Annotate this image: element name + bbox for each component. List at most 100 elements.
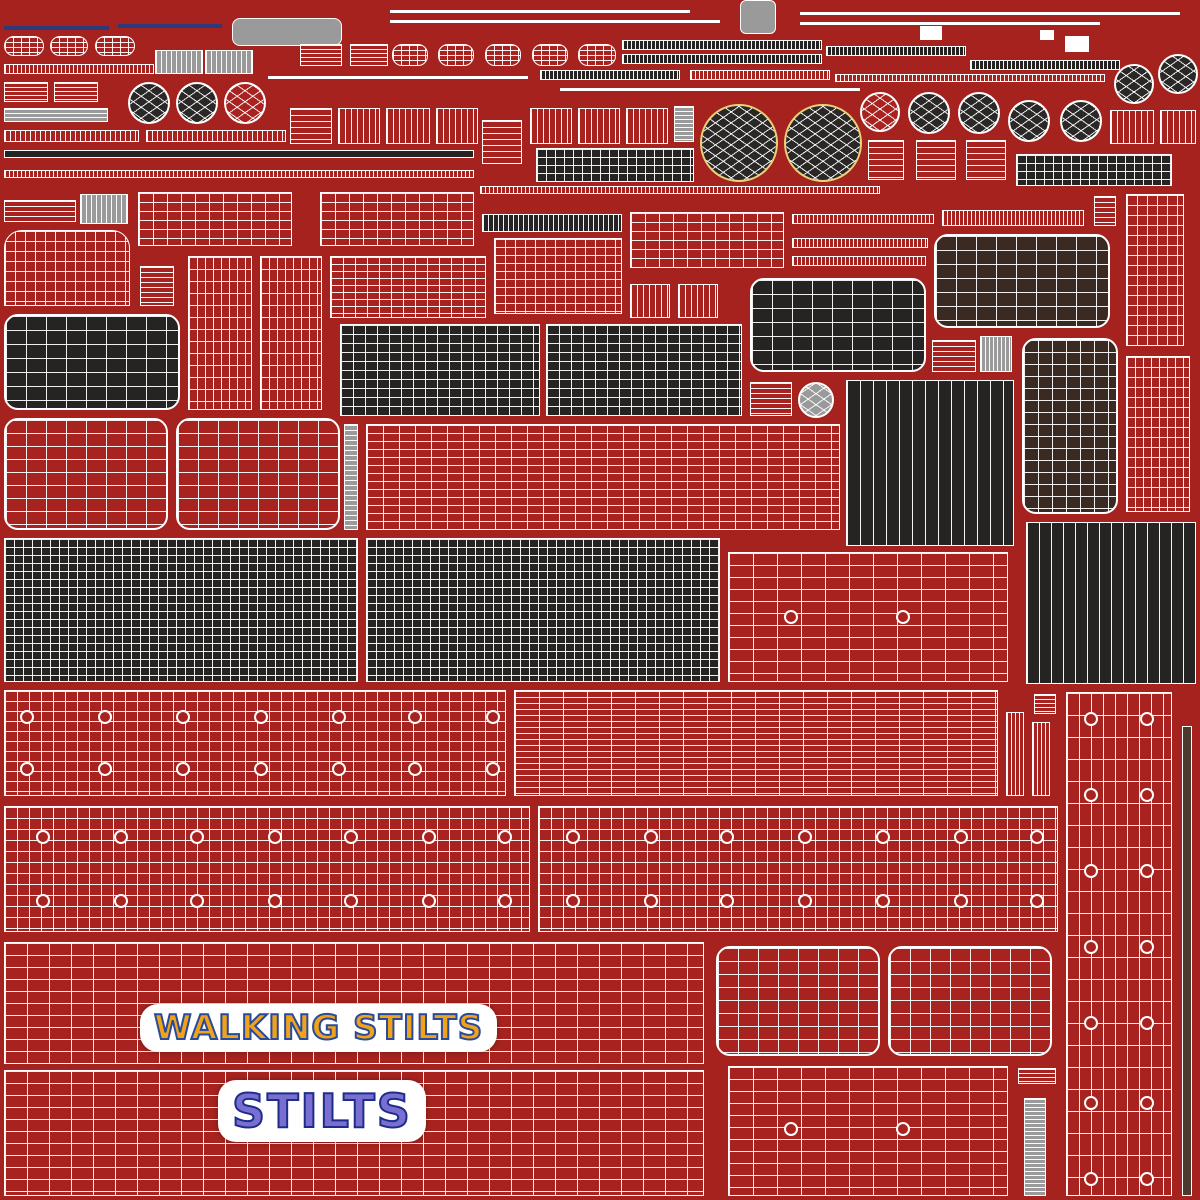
uv-island-grey: [155, 50, 203, 74]
sphere-island: [1060, 100, 1102, 142]
uv-strip-thin: [4, 130, 139, 142]
uv-strip-dark: [482, 214, 622, 232]
uv-strip-dark: [1182, 726, 1192, 1196]
strap-hole: [566, 830, 580, 844]
strap-hole: [896, 1122, 910, 1136]
uv-strip-thin: [4, 170, 474, 178]
uv-island-cap: [392, 44, 428, 66]
strap-hole: [36, 894, 50, 908]
sphere-island: [908, 92, 950, 134]
uv-island-cap: [532, 44, 568, 66]
uv-island-panel: [678, 284, 718, 318]
uv-strip-vertical: [1006, 712, 1024, 796]
strap-hole: [1084, 788, 1098, 802]
strap-hole: [344, 830, 358, 844]
uv-island-panel: [626, 108, 668, 144]
uv-island-small: [350, 44, 388, 66]
uv-island-cap: [578, 44, 616, 66]
uv-island-dark: [1016, 154, 1172, 186]
sphere-island: [798, 382, 834, 418]
uv-island-panel-large: [330, 256, 486, 318]
uv-strip-thin: [835, 74, 1105, 82]
uv-island-grey: [1024, 1098, 1046, 1196]
strap-hole: [486, 762, 500, 776]
uv-island-strap-tall: [1066, 692, 1172, 1196]
strap-hole: [36, 830, 50, 844]
uv-strip-dark: [4, 150, 474, 158]
uv-island-panel-large: [138, 192, 292, 246]
uv-island-panel: [386, 108, 430, 144]
uv-island-small: [54, 82, 98, 102]
uv-island-dark-grid: [1026, 522, 1196, 684]
strap-hole: [332, 710, 346, 724]
sphere-island: [860, 92, 900, 132]
uv-island-cap-large: [494, 238, 622, 314]
strap-hole: [1140, 788, 1154, 802]
uv-island-grey: [344, 424, 358, 530]
strap-hole: [190, 894, 204, 908]
strap-hole: [896, 610, 910, 624]
uv-strip-thin: [792, 238, 928, 248]
strap-hole: [1140, 1172, 1154, 1186]
uv-strip: [268, 76, 528, 79]
uv-strip-thin: [792, 214, 934, 224]
uv-square: [1065, 36, 1089, 52]
uv-island-dark: [536, 148, 694, 182]
strap-hole: [254, 762, 268, 776]
uv-island-panel: [4, 200, 76, 222]
strap-hole: [784, 610, 798, 624]
strap-hole: [1084, 1096, 1098, 1110]
uv-island-panel-wide: [366, 424, 840, 530]
uv-island-red-rounded: [888, 946, 1052, 1056]
strap-hole: [20, 762, 34, 776]
uv-strip: [390, 20, 720, 23]
strap-hole: [1140, 940, 1154, 954]
strap-hole: [408, 710, 422, 724]
uv-island-panel-tall: [1126, 194, 1184, 346]
strap-hole: [954, 830, 968, 844]
uv-island-panel: [436, 108, 478, 144]
uv-island-strap: [538, 806, 1058, 932]
uv-strip-thin: [146, 130, 286, 142]
strap-hole: [876, 894, 890, 908]
strap-hole: [1140, 712, 1154, 726]
uv-strip-thin: [480, 186, 880, 194]
strap-hole: [114, 894, 128, 908]
uv-island-strap: [728, 552, 1008, 682]
strap-hole: [498, 894, 512, 908]
sphere-island: [958, 92, 1000, 134]
strap-hole: [876, 830, 890, 844]
strap-hole: [720, 894, 734, 908]
uv-island-red-rounded: [4, 418, 168, 530]
uv-island-dark-rounded: [750, 278, 926, 372]
uv-island-dark: [622, 54, 822, 64]
uv-island-dark-rounded: [934, 234, 1110, 328]
walking-stilts-logo: WALKING STILTS: [140, 1004, 498, 1052]
uv-island-grey: [4, 108, 108, 122]
strap-hole: [332, 762, 346, 776]
strap-hole: [498, 830, 512, 844]
uv-island-panel: [482, 120, 522, 164]
strap-hole: [1084, 1016, 1098, 1030]
uv-island-dark-wide: [4, 538, 358, 682]
uv-island-dark-grid: [340, 324, 540, 416]
uv-island-grey: [205, 50, 253, 74]
uv-island-panel-wide: [514, 690, 998, 796]
strap-hole: [98, 762, 112, 776]
uv-strip: [560, 88, 860, 91]
strap-hole: [114, 830, 128, 844]
uv-strip-vertical: [1032, 722, 1050, 796]
strap-hole: [784, 1122, 798, 1136]
uv-strip: [4, 26, 109, 30]
strap-hole: [644, 894, 658, 908]
strap-hole: [1140, 1096, 1154, 1110]
uv-island-small: [1018, 1068, 1056, 1084]
uv-island-grey: [674, 106, 694, 142]
uv-island-panel: [630, 284, 670, 318]
uv-island-dark: [622, 40, 822, 50]
uv-island-small: [4, 82, 48, 102]
uv-island-cap: [485, 44, 521, 66]
strap-hole: [1030, 894, 1044, 908]
uv-square: [920, 26, 942, 40]
uv-island-dark-wide: [366, 538, 720, 682]
